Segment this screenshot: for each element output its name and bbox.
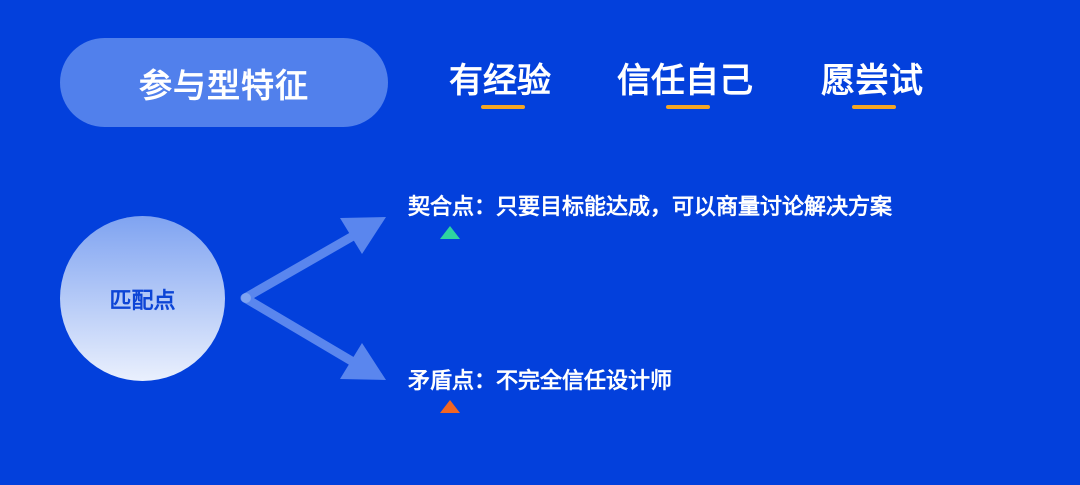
trait-self-trust: 信任自己 [617, 61, 753, 101]
match-point-label: 匹配点 [109, 288, 176, 314]
trait-underline [481, 105, 525, 109]
category-title: 参与型特征 [139, 65, 309, 105]
trait-willing-to-try: 愿尝试 [821, 61, 923, 101]
trait-experienced: 有经验 [449, 61, 551, 101]
match-point-circle: 匹配点 [60, 216, 225, 381]
triangle-up-icon [440, 226, 460, 239]
trait-underline [852, 105, 896, 109]
trait-underline [666, 105, 710, 109]
fit-point-text: 契合点：只要目标能达成，可以商量讨论解决方案 [408, 195, 893, 220]
conflict-point-text: 矛盾点：不完全信任设计师 [408, 369, 673, 394]
category-pill: 参与型特征 [60, 38, 388, 127]
triangle-up-icon [440, 400, 460, 413]
